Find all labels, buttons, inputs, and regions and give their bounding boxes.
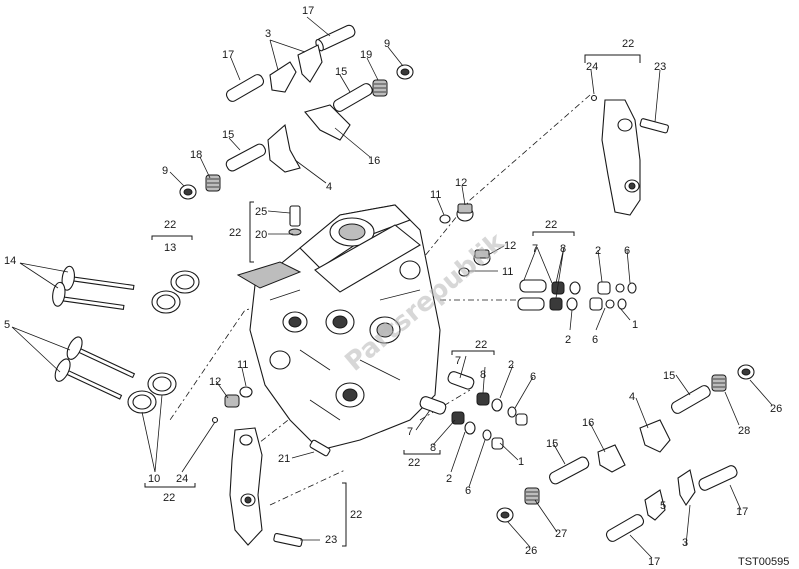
callout-22: 22 [475,339,487,351]
callout-7: 7 [532,243,538,255]
drawing-code: TST00595 [738,556,789,568]
callout-15: 15 [335,66,347,78]
callout-18: 18 [190,149,202,161]
callout-3: 3 [265,28,271,40]
callout-3: 3 [682,537,688,549]
callout-12: 12 [455,177,467,189]
callout-12: 12 [504,240,516,252]
callout-11: 11 [502,266,513,278]
cylinder-head [236,204,441,451]
callout-15: 15 [222,129,234,141]
callout-2: 2 [595,245,601,257]
valve-train-lower [419,371,528,450]
callout-17: 17 [648,556,660,568]
callout-24: 24 [586,61,598,73]
callout-7: 7 [455,355,461,367]
callout-6: 6 [530,371,536,383]
bearing-cap-lower [211,416,303,548]
leader-lines [11,16,773,559]
head-lower-parts [224,386,331,457]
callout-6: 6 [465,485,471,497]
bottom-rocker-cluster [496,364,755,542]
callout-8: 8 [430,442,436,454]
bearing-cap-upper [590,94,669,216]
callout-6: 6 [592,334,598,346]
callout-13: 13 [164,242,176,254]
callout-23: 23 [654,61,666,73]
callout-15: 15 [663,370,675,382]
callout-10: 10 [148,473,160,485]
valve-train-upper [517,279,637,311]
callout-4: 4 [629,391,635,403]
callout-2: 2 [446,473,452,485]
callout-5: 5 [4,319,10,331]
callout-14: 14 [4,255,16,267]
callout-20: 20 [255,229,267,241]
callout-17: 17 [302,5,314,17]
callout-22: 22 [545,219,557,231]
callout-22: 22 [163,492,175,504]
sensor-parts [288,205,302,236]
callout-8: 8 [560,243,566,255]
callout-11: 11 [237,359,248,371]
callout-4: 4 [326,181,332,193]
callout-9: 9 [162,165,168,177]
top-rocker-cluster [179,24,414,200]
callout-16: 16 [368,155,380,167]
callout-22: 22 [408,457,420,469]
callout-26: 26 [525,545,537,557]
group-braces [144,54,641,547]
callout-26: 26 [770,403,782,415]
callout-19: 19 [360,49,372,61]
callout-7: 7 [407,426,413,438]
callout-16: 16 [582,417,594,429]
callout-9: 9 [384,38,390,50]
callout-12: 12 [209,376,221,388]
callout-22: 22 [350,509,362,521]
callout-22: 22 [229,227,241,239]
callout-1: 1 [632,319,638,331]
callout-1: 1 [518,456,524,468]
valves-left [52,265,200,414]
callout-22: 22 [622,38,634,50]
callout-22: 22 [164,219,176,231]
callout-25: 25 [255,206,267,218]
callout-2: 2 [508,359,514,371]
callout-21: 21 [278,453,290,465]
callout-15: 15 [546,438,558,450]
callout-28: 28 [738,425,750,437]
callout-24: 24 [176,473,188,485]
callout-17: 17 [222,49,234,61]
callout-8: 8 [480,369,486,381]
callout-6: 6 [624,245,630,257]
callout-17: 17 [736,506,748,518]
callout-2: 2 [565,334,571,346]
callout-5: 5 [660,500,666,512]
callout-11: 11 [430,189,441,201]
callout-labels: 17 17 3 9 19 15 16 15 18 9 4 22 24 23 11… [4,5,782,568]
callout-23: 23 [325,534,337,546]
callout-27: 27 [555,528,567,540]
